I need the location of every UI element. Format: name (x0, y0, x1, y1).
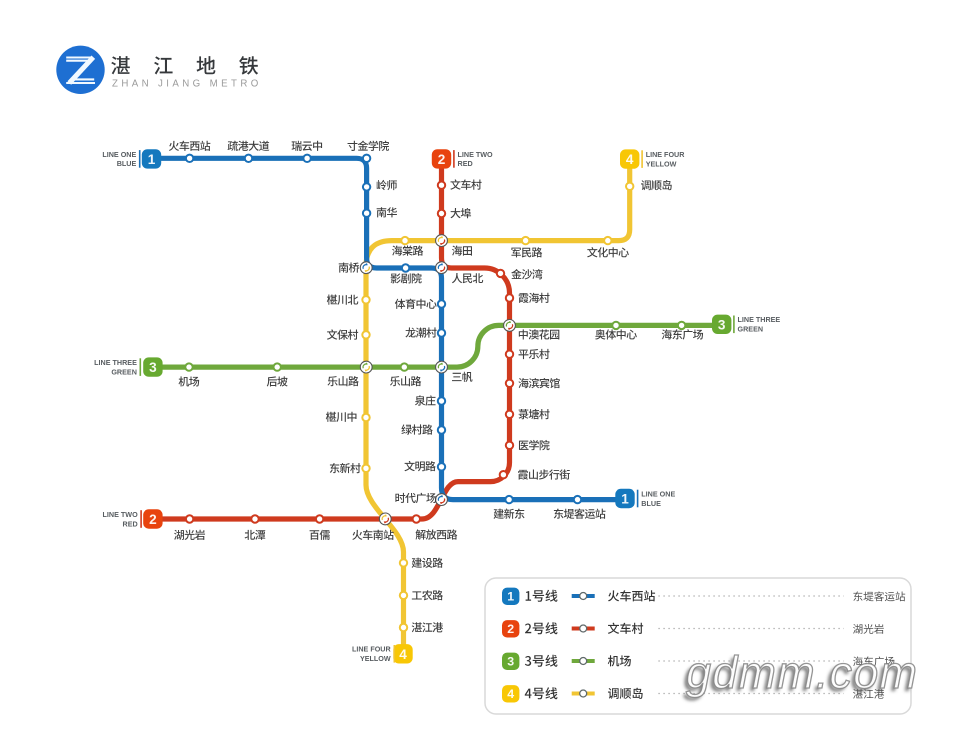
svg-text:1: 1 (148, 152, 156, 167)
svg-text:4: 4 (399, 647, 407, 662)
svg-text:4: 4 (626, 152, 634, 167)
svg-text:3: 3 (149, 360, 157, 375)
svg-text:1: 1 (507, 590, 514, 604)
svg-text:3: 3 (507, 655, 514, 669)
svg-text:1: 1 (621, 492, 629, 507)
svg-text:2: 2 (507, 622, 514, 636)
svg-text:3: 3 (718, 317, 726, 332)
svg-text:ZHAN JIANG METRO: ZHAN JIANG METRO (112, 79, 262, 90)
svg-text:2: 2 (149, 512, 157, 527)
svg-text:4: 4 (507, 687, 514, 701)
svg-text:2: 2 (438, 152, 446, 167)
